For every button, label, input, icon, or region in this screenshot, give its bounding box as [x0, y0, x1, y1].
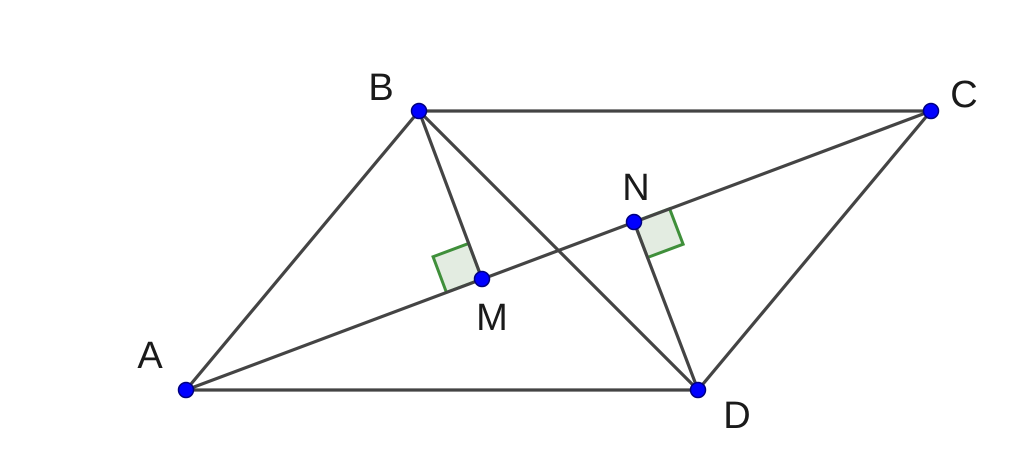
segments [184, 109, 933, 392]
point-label-m: M [476, 297, 508, 339]
segment-bd [417, 109, 700, 392]
point-label-a: A [137, 335, 163, 377]
point-labels: A B C D M N [137, 67, 977, 437]
right-angle-marker-n [632, 206, 686, 260]
right-angle-marker-m [431, 241, 484, 295]
point-n [625, 213, 643, 231]
segment-dn [632, 220, 700, 392]
points [177, 102, 940, 399]
point-a [177, 381, 195, 399]
point-label-c: C [950, 74, 977, 116]
point-m [473, 270, 491, 288]
point-c [922, 102, 940, 120]
segment-bm [417, 109, 484, 281]
point-label-b: B [368, 67, 393, 109]
point-d [689, 381, 707, 399]
point-label-n: N [622, 167, 649, 209]
point-label-d: D [723, 395, 750, 437]
point-b [410, 102, 428, 120]
segment-cd [696, 109, 933, 392]
segment-ab [184, 109, 421, 392]
